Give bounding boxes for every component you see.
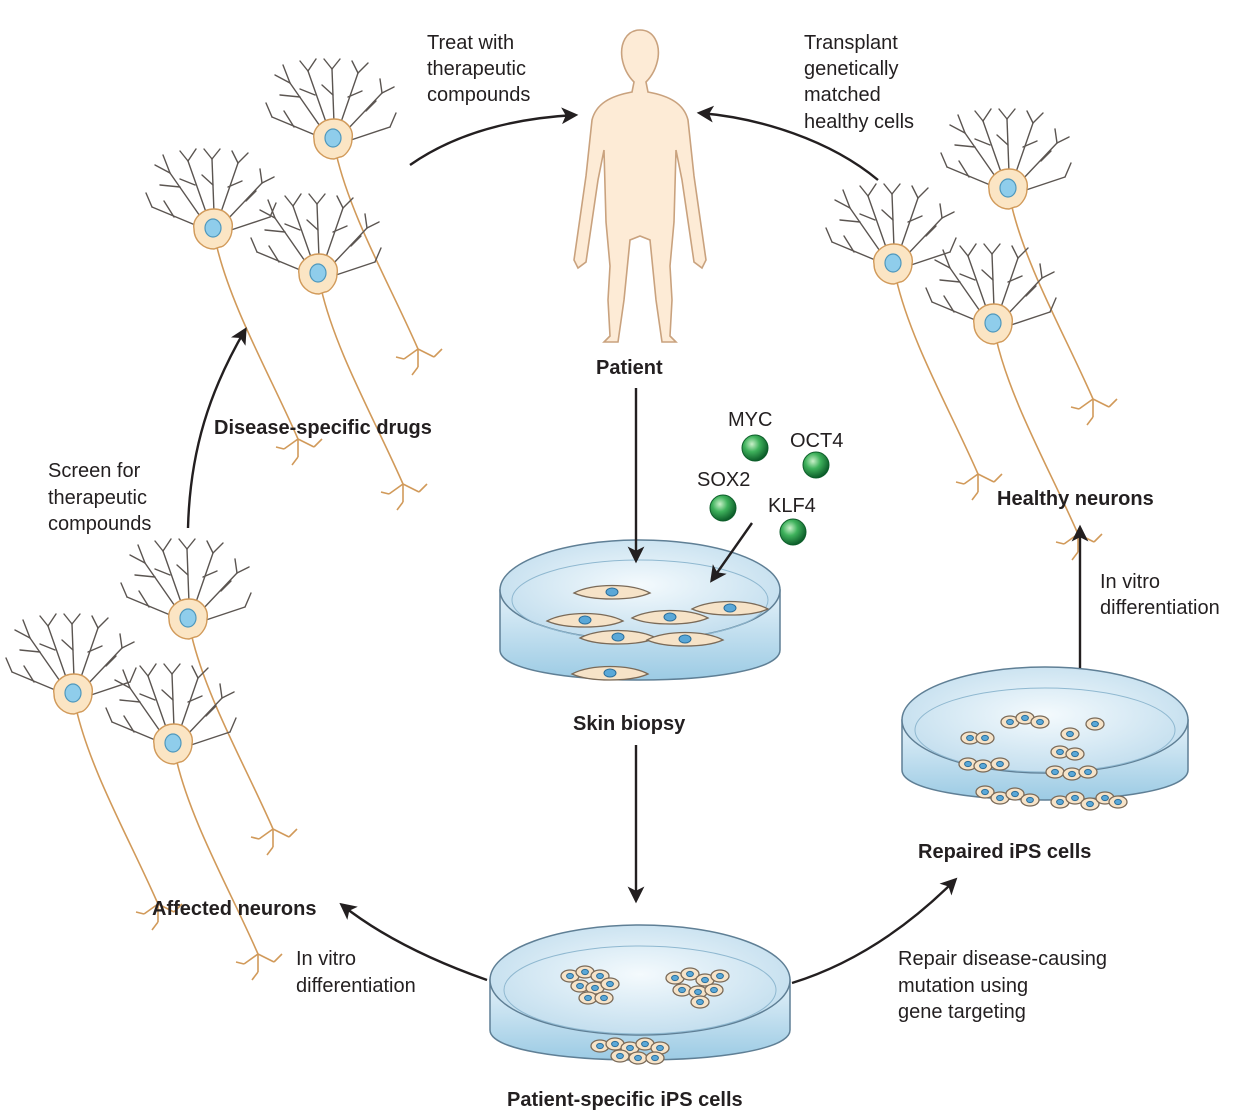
arrow-ips-to-repaired [791, 877, 958, 985]
factor-sphere-icon [802, 451, 830, 479]
svg-text:compounds: compounds [427, 84, 530, 106]
patient-ips-label: Patient-specific iPS cells [507, 1089, 743, 1111]
svg-text:healthy cells: healthy cells [804, 111, 914, 133]
svg-text:Repair disease-causing: Repair disease-causing [898, 948, 1107, 970]
arrow-factors-to-dish [710, 522, 753, 583]
svg-text:In vitro: In vitro [296, 948, 356, 970]
svg-text:matched: matched [804, 84, 881, 106]
svg-text:differentiation: differentiation [1100, 597, 1220, 619]
repair-label: Repair disease-causing mutation using ge… [898, 948, 1107, 1023]
patient-label: Patient [596, 357, 663, 379]
diseased-neuron-cluster [145, 58, 443, 511]
arrow-drugs-to-patient [409, 107, 579, 166]
reprogramming-factors: MYC OCT4 SOX2 KLF4 [697, 409, 843, 546]
factor-sphere-icon [709, 494, 737, 522]
cycle-arrows [186, 105, 1089, 985]
repaired-ips-label: Repaired iPS cells [918, 841, 1091, 863]
svg-text:Transplant: Transplant [804, 32, 898, 54]
neuron-icon [265, 58, 443, 376]
arrow-healthy-to-patient [696, 105, 879, 181]
neuron-icon [250, 193, 428, 511]
factor-sphere-icon [779, 518, 807, 546]
neuron-icon [925, 243, 1103, 561]
in-vitro-right-label: In vitro differentiation [1100, 571, 1220, 619]
affected-neurons-label: Affected neurons [152, 898, 316, 920]
arrow-affected-to-drugs [186, 327, 247, 529]
healthy-neurons-label: Healthy neurons [997, 488, 1154, 510]
ips-colony [590, 1037, 670, 1065]
svg-text:differentiation: differentiation [296, 975, 416, 997]
svg-text:compounds: compounds [48, 513, 151, 535]
neuron-icon [5, 613, 183, 931]
skin-biopsy-label: Skin biopsy [573, 713, 686, 735]
factor-label: KLF4 [768, 495, 816, 517]
in-vitro-left-label: In vitro differentiation [296, 948, 416, 997]
skin-biopsy-dish [499, 539, 781, 681]
svg-text:mutation using: mutation using [898, 975, 1028, 997]
factor-sphere-icon [741, 434, 769, 462]
transplant-label: Transplant genetically matched healthy c… [804, 32, 914, 133]
svg-text:gene targeting: gene targeting [898, 1001, 1026, 1023]
factor-label: MYC [728, 409, 772, 431]
neuron-icon [940, 108, 1118, 426]
disease-drugs-label: Disease-specific drugs [214, 417, 432, 439]
patient-ips-dish [489, 924, 791, 1065]
treat-label: Treat with therapeutic compounds [427, 32, 530, 106]
factor-label: SOX2 [697, 469, 750, 491]
svg-text:Treat with: Treat with [427, 32, 514, 54]
neuron-icon [825, 183, 1003, 501]
svg-text:genetically: genetically [804, 58, 899, 80]
repaired-ips-dish [901, 666, 1189, 811]
patient-figure-icon [573, 29, 707, 343]
screen-label: Screen for therapeutic compounds [48, 460, 151, 535]
arrow-ips-to-affected [339, 902, 488, 982]
factor-label: OCT4 [790, 430, 843, 452]
neuron-icon [105, 663, 283, 981]
svg-text:Screen for: Screen for [48, 460, 141, 482]
svg-text:therapeutic: therapeutic [427, 58, 526, 80]
svg-text:In vitro: In vitro [1100, 571, 1160, 593]
svg-text:therapeutic: therapeutic [48, 487, 147, 509]
